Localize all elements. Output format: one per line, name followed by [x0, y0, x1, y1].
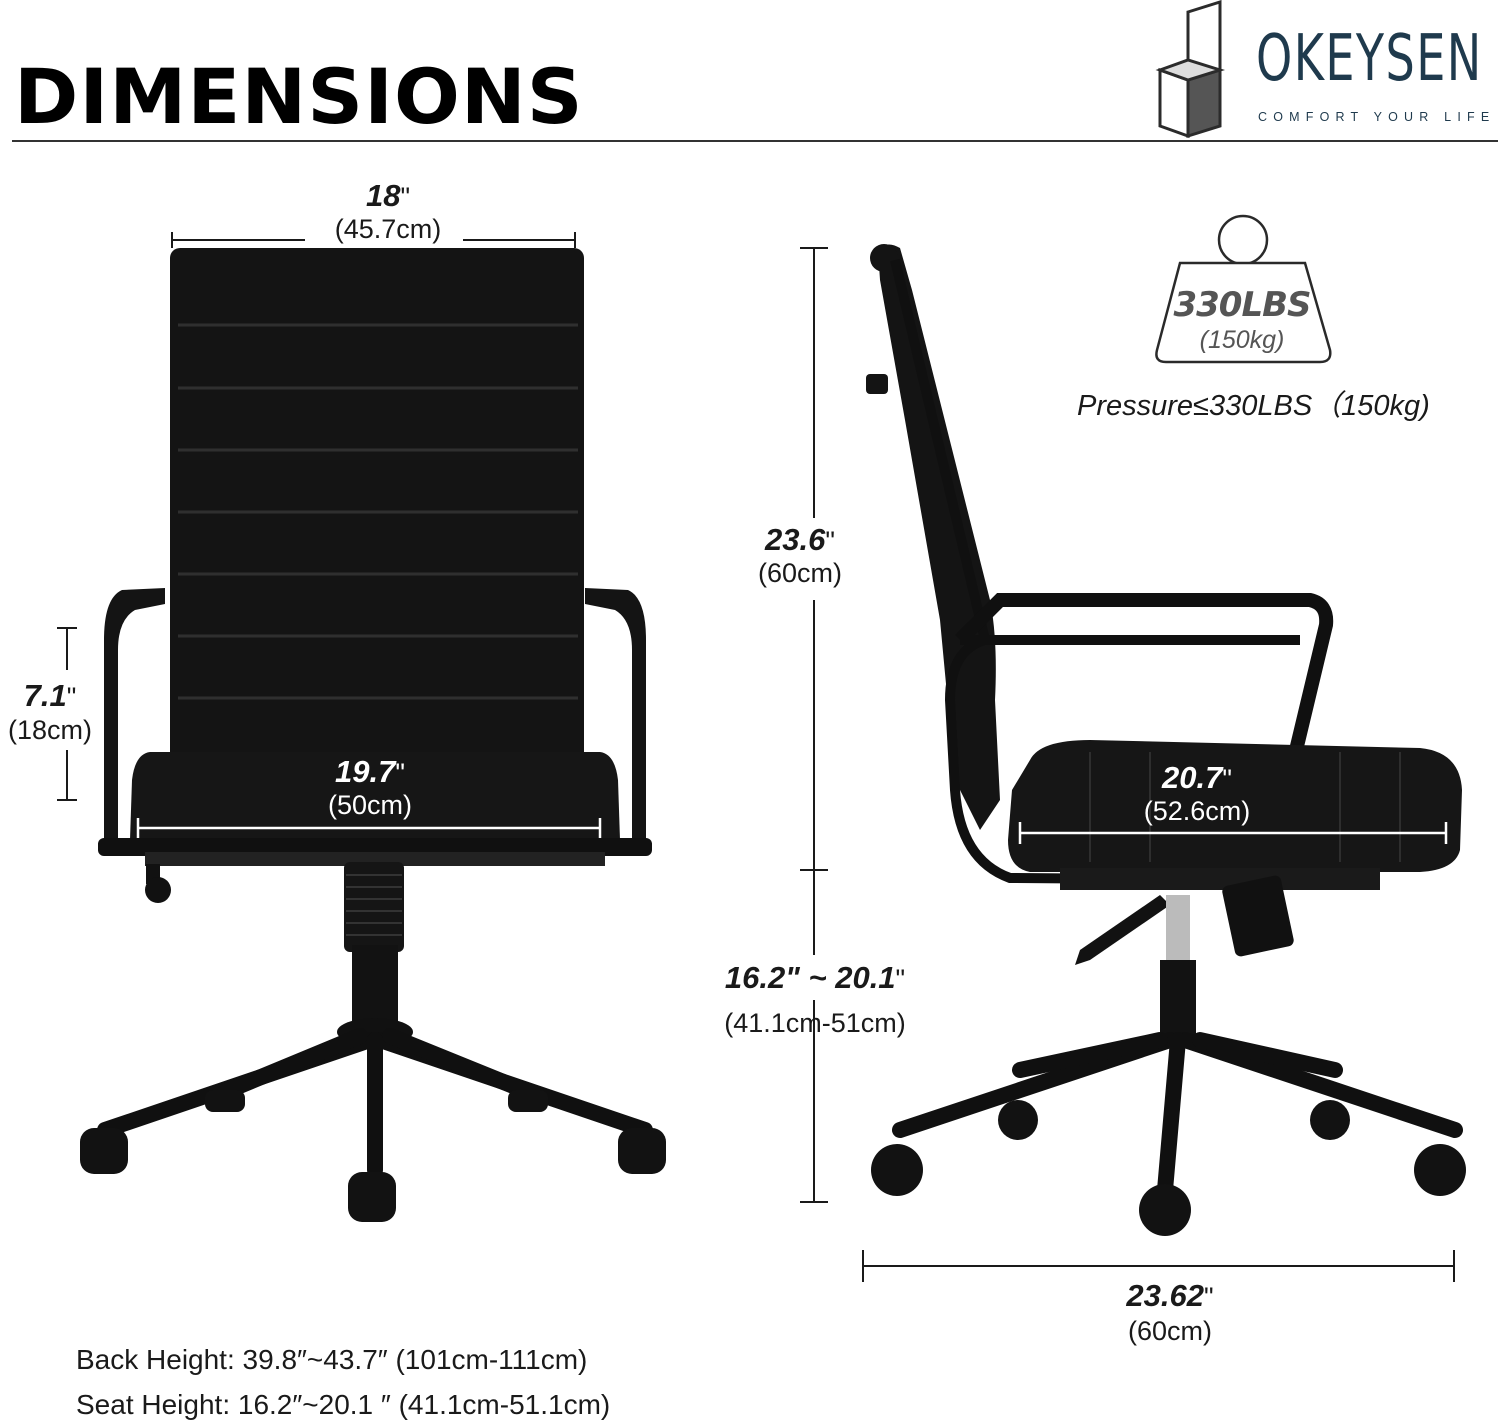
side-dimension-lines — [800, 247, 1455, 1282]
weight-badge-kg: (150kg) — [1199, 326, 1285, 354]
seat-height-label: 16.2" ~ 20.1" — [724, 960, 906, 995]
brand-name: OKEYSEN — [1256, 22, 1483, 96]
armrest-height-cm: (18cm) — [7, 715, 93, 745]
header-divider — [12, 140, 1498, 142]
back-height-label: 23.6" — [765, 522, 835, 557]
base-width-cm: (60cm) — [1127, 1316, 1213, 1346]
front-chair-illustration — [80, 248, 666, 1222]
back-width-label: 18" — [365, 178, 411, 213]
seat-height-cm: (41.1cm-51cm) — [724, 1008, 906, 1038]
armrest-height-label: 7.1" — [23, 678, 77, 713]
seat-depth-label: 20.7" — [1162, 760, 1232, 795]
seat-width-label: 19.7" — [335, 754, 405, 789]
pressure-rating: Pressure≤330LBS（150kg) — [1077, 390, 1430, 422]
back-height-cm: (60cm) — [757, 558, 843, 588]
seat-height-spec: Seat Height: 16.2″~20.1 ″ (41.1cm-51.1cm… — [76, 1389, 611, 1420]
front-dimension-lines — [57, 232, 576, 801]
seat-depth-line — [1018, 822, 1448, 844]
seat-width-cm: (50cm) — [327, 790, 413, 820]
base-width-label: 23.62" — [1126, 1278, 1214, 1313]
weight-badge-lbs: 330LBS — [1173, 285, 1311, 325]
seat-depth-cm: (52.6cm) — [1143, 796, 1251, 826]
weight-icon — [1155, 214, 1332, 364]
brand-logo-icon — [1155, 0, 1226, 139]
side-chair-illustration — [866, 244, 1466, 1236]
brand-tagline: COMFORT YOUR LIFE — [1258, 110, 1496, 124]
back-width-cm: (45.7cm) — [334, 214, 442, 244]
back-height-spec: Back Height: 39.8″~43.7″ (101cm-111cm) — [76, 1344, 588, 1375]
seat-width-line — [136, 818, 602, 838]
page-title: DIMENSIONS — [14, 52, 584, 141]
